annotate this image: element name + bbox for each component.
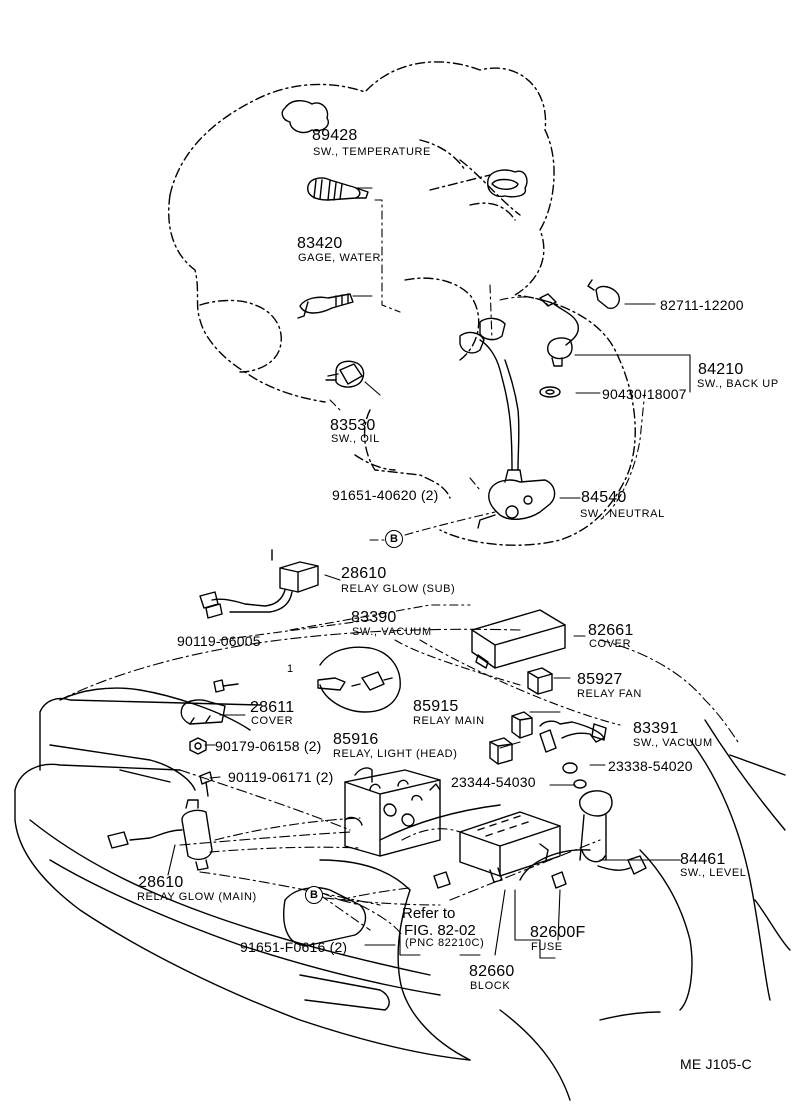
part-number-91651b: 91651-F0616 (2) — [240, 939, 348, 955]
part-number-83391: 83391 — [633, 720, 679, 737]
relay-head-icon — [489, 737, 513, 765]
relay-glow-sub-icon — [199, 549, 319, 619]
part-number-85916: 85916 — [333, 731, 379, 748]
callout-b-lower: B — [305, 886, 323, 904]
ref-part-icon — [433, 871, 451, 889]
engine-outline — [168, 61, 636, 546]
washer-23344-icon — [573, 779, 587, 789]
washer-23338-icon — [562, 762, 578, 774]
part-number-84210: 84210 — [698, 361, 744, 378]
water-gage-icon — [297, 293, 354, 319]
part-number-84540: 84540 — [581, 489, 627, 506]
backup-switch-icon — [547, 337, 573, 367]
hood-phantom — [59, 628, 741, 936]
part-number-82711: 82711-12200 — [660, 297, 744, 313]
part-name-83391: SW., VACUUM — [633, 737, 713, 749]
part-number-28611: 28611 — [250, 699, 295, 716]
bolt-90119a-icon — [213, 679, 239, 693]
part-name-89428: SW., TEMPERATURE — [313, 146, 431, 158]
part-name-84461: SW., LEVEL — [680, 867, 747, 879]
battery-icon — [344, 767, 441, 857]
part-name-82600f: FUSE — [531, 941, 563, 953]
part-number-83530: 83530 — [330, 417, 376, 434]
part-name-83530: SW., OIL — [331, 433, 380, 445]
cover-82661-icon — [471, 609, 566, 669]
part-number-23338: 23338-54020 — [608, 758, 693, 774]
bolt-91651-icon — [477, 514, 496, 529]
part-name-85915: RELAY MAIN — [413, 715, 485, 727]
part-number-28610-sub: 28610 — [341, 565, 387, 582]
nut-90179-icon — [189, 737, 207, 755]
vacuum-switch-83391-icon — [539, 720, 607, 753]
part-number-82660: 82660 — [469, 963, 515, 980]
footer-code: ME J105-C — [680, 1056, 752, 1072]
part-number-82661: 82661 — [588, 622, 634, 639]
part-number-83390: 83390 — [351, 609, 397, 626]
intake-port — [487, 169, 528, 198]
vacuum-switch-83390-icon — [317, 646, 401, 713]
part-name-85916: RELAY, LIGHT (HEAD) — [333, 748, 458, 760]
relay-fan-icon — [527, 667, 553, 695]
relay-main-icon — [511, 711, 533, 739]
part-number-90179: 90179-06158 (2) — [215, 738, 322, 754]
relay-glow-main-icon — [107, 799, 213, 871]
part-number-82600f: 82600F — [530, 924, 586, 941]
part-name-82660: BLOCK — [470, 980, 511, 992]
part-name-83390: SW., VACUUM — [352, 626, 432, 638]
marker-1: 1 — [287, 663, 294, 675]
part-name-83420: GAGE, WATER — [298, 252, 381, 264]
fuse-icon — [551, 871, 567, 889]
part-number-85915: 85915 — [413, 698, 459, 715]
part-name-28610-main: RELAY GLOW (MAIN) — [137, 891, 257, 903]
part-name-28610-sub: RELAY GLOW (SUB) — [341, 583, 456, 595]
reference-line-2: FIG. 82-02 — [404, 922, 476, 939]
part-number-23344: 23344-54030 — [451, 774, 536, 790]
part-name-84540: SW., NEUTRAL — [580, 508, 665, 520]
bolt-90119b-icon — [199, 771, 213, 797]
part-number-84461: 84461 — [680, 851, 726, 868]
neutral-switch-icon — [459, 317, 556, 520]
callout-b-upper: B — [385, 530, 403, 548]
part-name-82661: COVER — [589, 638, 632, 650]
connector-82711-icon — [539, 279, 620, 346]
fuse-block-icon — [459, 811, 561, 883]
part-number-85927: 85927 — [577, 671, 623, 688]
part-number-91651a: 91651-40620 (2) — [332, 487, 439, 503]
part-number-83420: 83420 — [297, 235, 343, 252]
thermostat-housing — [281, 100, 329, 134]
car-body-outline — [14, 687, 791, 1101]
washer-90430-icon — [539, 386, 561, 398]
part-number-28610-main: 28610 — [138, 874, 184, 891]
part-number-90430: 90430-18007 — [602, 386, 687, 402]
part-number-89428: 89428 — [312, 127, 358, 144]
part-name-85927: RELAY FAN — [577, 688, 642, 700]
oil-switch-icon — [325, 360, 365, 388]
part-number-90119b: 90119-06171 (2) — [228, 769, 334, 785]
part-number-90119a: 90119-06005 — [177, 633, 261, 649]
part-name-84210: SW., BACK UP — [697, 378, 779, 390]
reference-line-3: (PNC 82210C) — [405, 937, 485, 949]
temperature-switch-icon — [307, 177, 369, 201]
part-name-28611: COVER — [251, 715, 294, 727]
reference-line-1: Refer to — [402, 905, 456, 922]
level-switch-icon — [579, 790, 647, 875]
